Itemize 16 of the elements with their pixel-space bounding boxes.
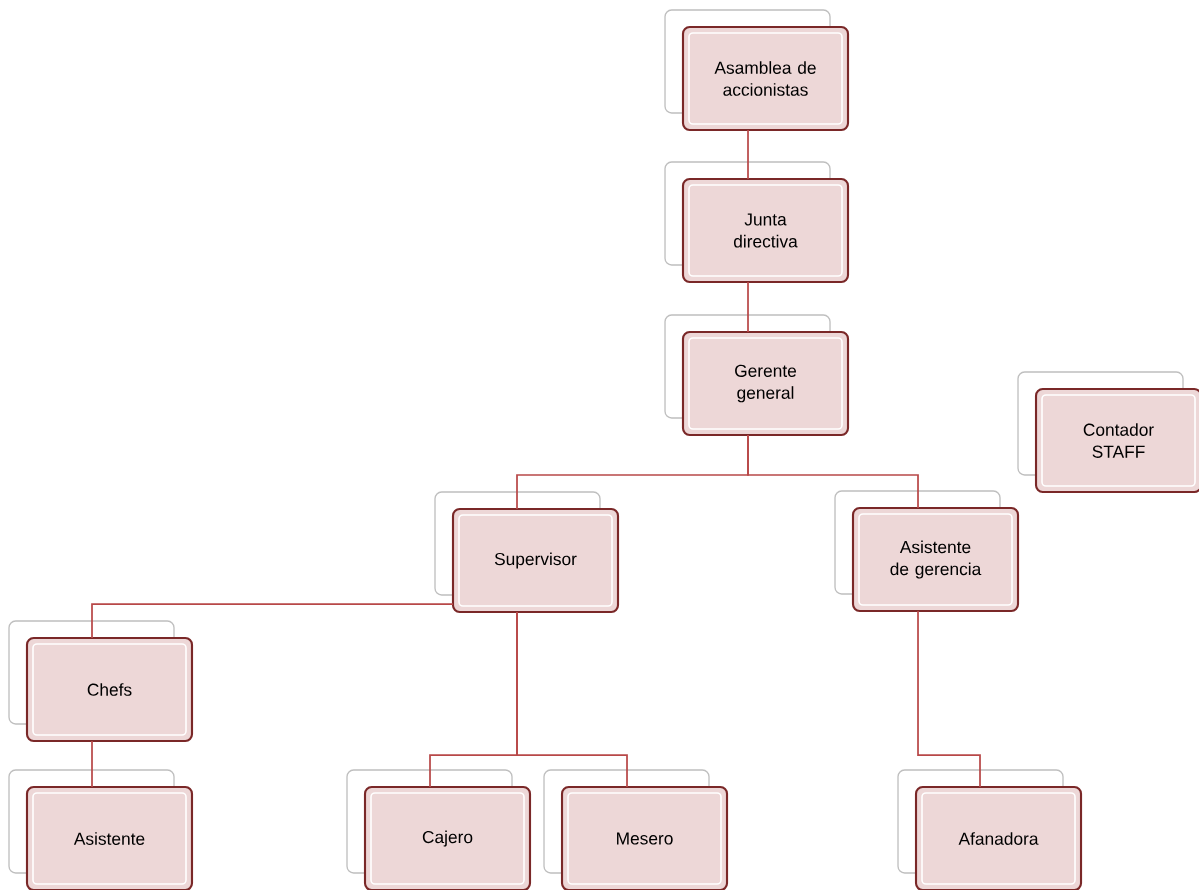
org-box: Asistente [8,769,194,890]
org-box: Contador STAFF [1017,371,1199,494]
org-box: Junta directiva [664,161,850,284]
connector-line [917,610,981,788]
org-box: Supervisor [434,491,620,614]
org-box: Asistente de gerencia [834,490,1020,613]
connector-line [747,129,749,180]
org-box: Gerente general [664,314,850,437]
org-box: Afanadora [897,769,1083,890]
org-box: Mesero [543,769,729,890]
org-box: Cajero [346,769,532,890]
org-box: Asamblea de accionistas [664,9,850,132]
connector-line [747,281,749,333]
org-box: Chefs [8,620,194,743]
connector-line [91,740,93,788]
connector-line [91,603,454,639]
